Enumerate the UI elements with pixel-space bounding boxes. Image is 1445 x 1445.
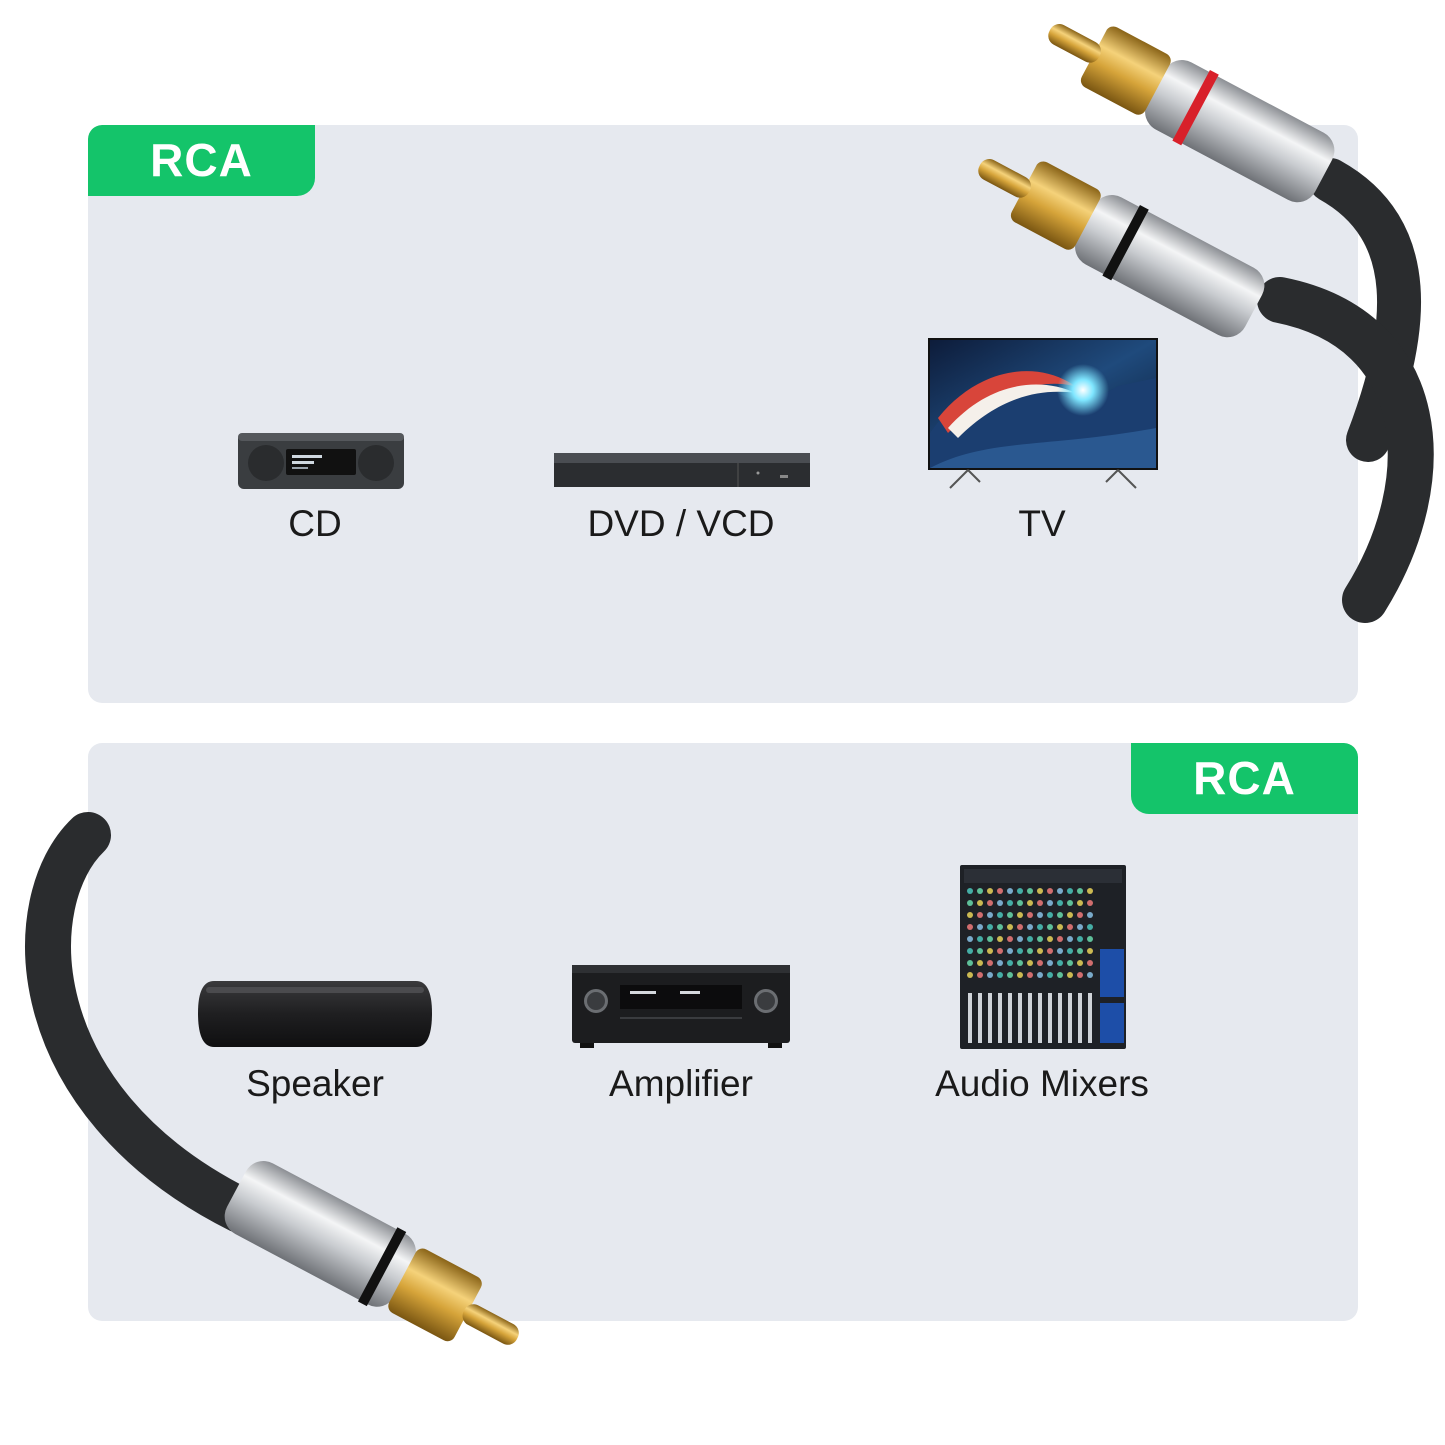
device-label-speaker: Speaker xyxy=(246,1063,384,1104)
amplifier-icon xyxy=(572,965,790,1048)
device-label-audio-mixers: Audio Mixers xyxy=(935,1063,1149,1104)
cd-player-icon xyxy=(238,433,404,489)
rca-badge-top: RCA xyxy=(88,125,315,196)
speaker-icon xyxy=(198,981,432,1047)
device-label-tv: TV xyxy=(1018,503,1066,544)
device-label-dvd: DVD / VCD xyxy=(587,503,775,544)
rca-badge-bottom: RCA xyxy=(1131,743,1358,814)
device-label-cd: CD xyxy=(288,503,342,544)
tv-icon xyxy=(928,338,1158,489)
dvd-player-icon xyxy=(554,453,810,487)
device-label-amplifier: Amplifier xyxy=(609,1063,753,1104)
top-panel: RCA CD DVD / VCD xyxy=(88,125,1358,703)
audio-mixer-icon xyxy=(960,865,1126,1049)
bottom-panel: RCA Speaker Amplifier xyxy=(88,743,1358,1321)
